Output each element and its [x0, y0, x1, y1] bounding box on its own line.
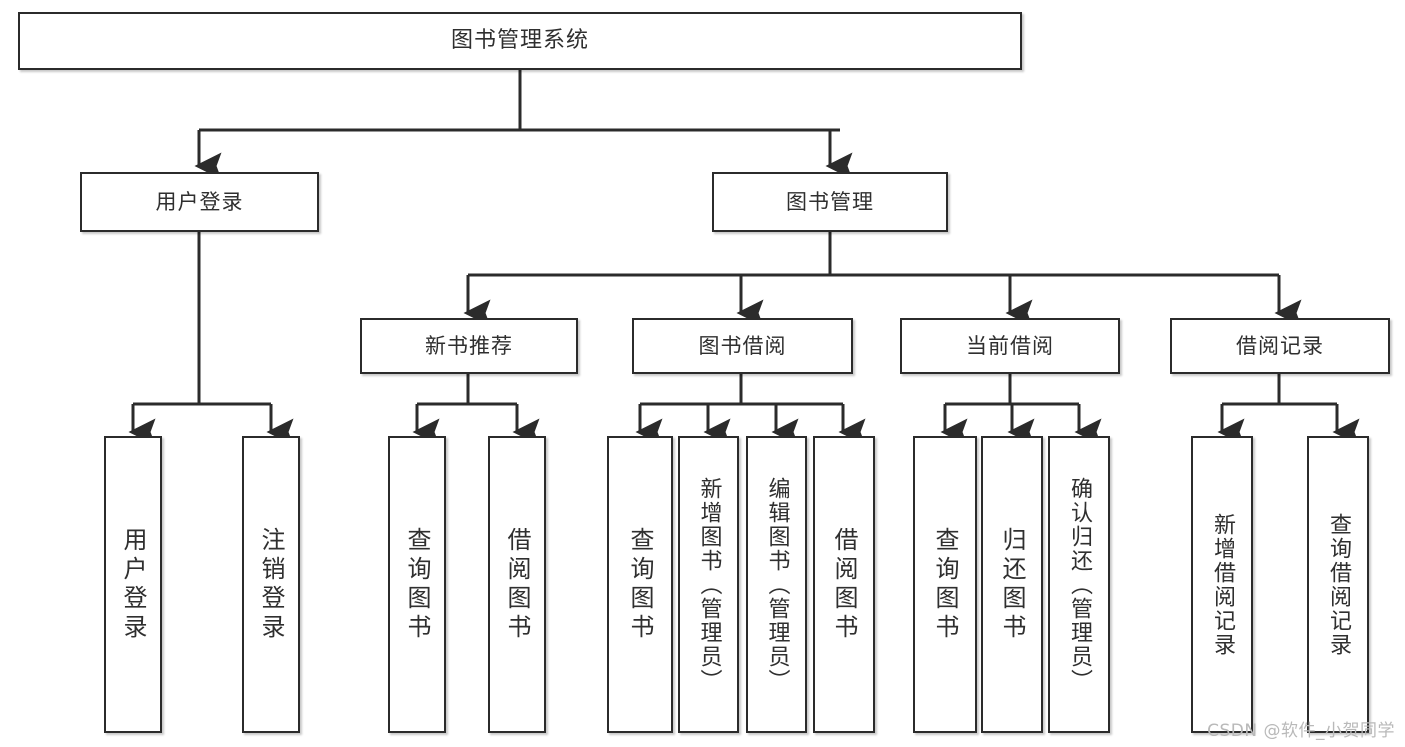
- leaf-book-borrow-edit-label: 编辑图书（管理员）: [764, 476, 790, 693]
- leaf-borrow-record-query[interactable]: 查询借阅记录: [1307, 436, 1369, 733]
- leaf-current-borrow-return-label: 归还图书: [998, 526, 1026, 643]
- leaf-user-login-login-label: 用户登录: [119, 526, 147, 643]
- node-root[interactable]: 图书管理系统: [18, 12, 1022, 70]
- node-borrow-record[interactable]: 借阅记录: [1170, 318, 1390, 374]
- leaf-new-book-query-label: 查询图书: [403, 526, 431, 643]
- leaf-user-login-login[interactable]: 用户登录: [104, 436, 162, 733]
- leaf-book-borrow-query[interactable]: 查询图书: [607, 436, 673, 733]
- leaf-current-borrow-query[interactable]: 查询图书: [913, 436, 977, 733]
- leaf-book-borrow-edit[interactable]: 编辑图书（管理员）: [746, 436, 807, 733]
- leaf-book-borrow-query-label: 查询图书: [626, 526, 654, 643]
- node-current-borrow[interactable]: 当前借阅: [900, 318, 1120, 374]
- node-book-borrow[interactable]: 图书借阅: [632, 318, 853, 374]
- leaf-current-borrow-confirm[interactable]: 确认归还（管理员）: [1048, 436, 1110, 733]
- leaf-new-book-borrow[interactable]: 借阅图书: [488, 436, 546, 733]
- leaf-borrow-record-query-label: 查询借阅记录: [1326, 512, 1351, 657]
- leaf-current-borrow-confirm-label: 确认归还（管理员）: [1067, 476, 1092, 693]
- node-book-borrow-label: 图书借阅: [698, 333, 787, 358]
- leaf-user-login-logout-label: 注销登录: [257, 526, 285, 643]
- leaf-new-book-borrow-label: 借阅图书: [503, 526, 531, 643]
- leaf-borrow-record-add-label: 新增借阅记录: [1210, 512, 1235, 657]
- leaf-new-book-query[interactable]: 查询图书: [388, 436, 446, 733]
- leaf-book-borrow-borrow[interactable]: 借阅图书: [813, 436, 875, 733]
- leaf-borrow-record-add[interactable]: 新增借阅记录: [1191, 436, 1253, 733]
- node-current-borrow-label: 当前借阅: [966, 333, 1054, 358]
- node-root-label: 图书管理系统: [450, 28, 589, 54]
- node-book-management[interactable]: 图书管理: [712, 172, 948, 232]
- node-user-login-label: 用户登录: [155, 189, 244, 214]
- leaf-book-borrow-add[interactable]: 新增图书（管理员）: [678, 436, 739, 733]
- leaf-current-borrow-query-label: 查询图书: [931, 526, 959, 643]
- leaf-user-login-logout[interactable]: 注销登录: [242, 436, 300, 733]
- node-new-book-recommend[interactable]: 新书推荐: [360, 318, 578, 374]
- node-user-login[interactable]: 用户登录: [80, 172, 319, 232]
- node-book-management-label: 图书管理: [786, 189, 874, 214]
- leaf-book-borrow-add-label: 新增图书（管理员）: [696, 476, 722, 693]
- node-new-book-recommend-label: 新书推荐: [425, 333, 513, 358]
- leaf-current-borrow-return[interactable]: 归还图书: [981, 436, 1043, 733]
- watermark-text: CSDN @软件_小贺同学: [1207, 721, 1395, 741]
- node-borrow-record-label: 借阅记录: [1236, 333, 1324, 358]
- leaf-book-borrow-borrow-label: 借阅图书: [830, 526, 858, 643]
